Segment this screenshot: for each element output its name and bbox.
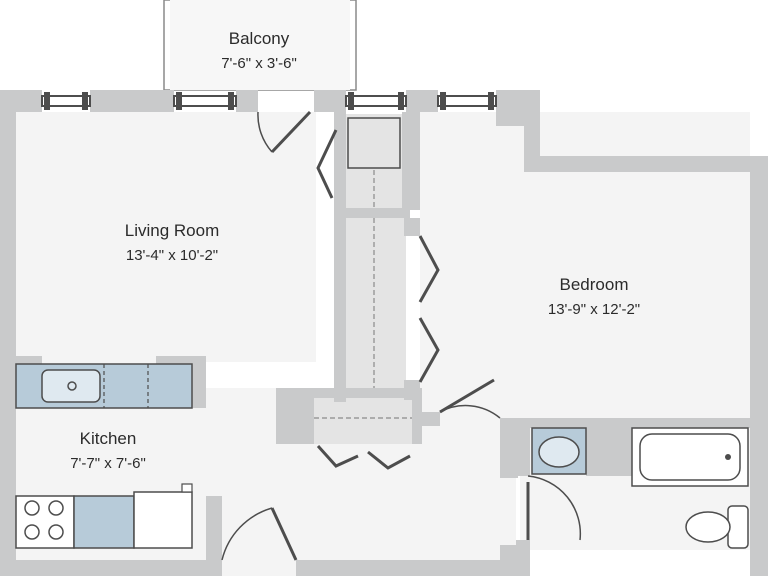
burner-icon [24,524,40,540]
sink-drain-icon [67,381,77,391]
refrigerator [133,491,193,549]
tub-drain-icon [725,454,731,460]
burner-icon [48,500,64,516]
toilet-bowl [685,511,731,543]
bath-door-swing [527,475,582,541]
kitchen-fixtures [15,363,193,549]
bath-sink [538,436,580,468]
closet-upper-shelf [347,117,401,169]
living-room-dims: 13'-4" x 10'-2" [126,247,218,264]
closet-shelves [314,170,412,419]
window-mullions [44,92,494,110]
closet-bifold-right-b [418,317,440,383]
living-room-name: Living Room [125,221,220,240]
living-room-floor [16,112,316,362]
kitchen-name: Kitchen [80,429,137,448]
balcony-area [163,0,357,91]
stove [15,495,75,549]
balcony-door-swing [257,111,273,153]
balcony-name: Balcony [229,29,290,48]
kitchen-sink [41,369,101,403]
closet-middle [346,218,406,388]
room-labels: Balcony 7'-6" x 3'-6" Living Room 13'-4"… [70,29,640,472]
doors [221,110,582,561]
balcony-dims: 7'-6" x 3'-6" [221,55,297,72]
toilet-tank [727,505,749,549]
entry-door-swing [221,507,273,561]
walls [0,90,768,576]
windows [41,95,497,107]
closet-bifold-right-a [418,235,440,303]
closet-bifold-lower-b [367,450,411,470]
bedroom-name: Bedroom [560,275,629,294]
closet-bifold-lower-a [316,444,359,468]
burner-icon [48,524,64,540]
bedroom-dims: 13'-9" x 12'-2" [548,301,640,318]
closet-lower [314,398,412,444]
kitchen-counter-lower [73,495,135,549]
closet-bifold-upper [316,129,338,199]
burner-icon [24,500,40,516]
kitchen-dims: 7'-7" x 7'-6" [70,455,146,472]
bath-fixtures [531,427,749,549]
